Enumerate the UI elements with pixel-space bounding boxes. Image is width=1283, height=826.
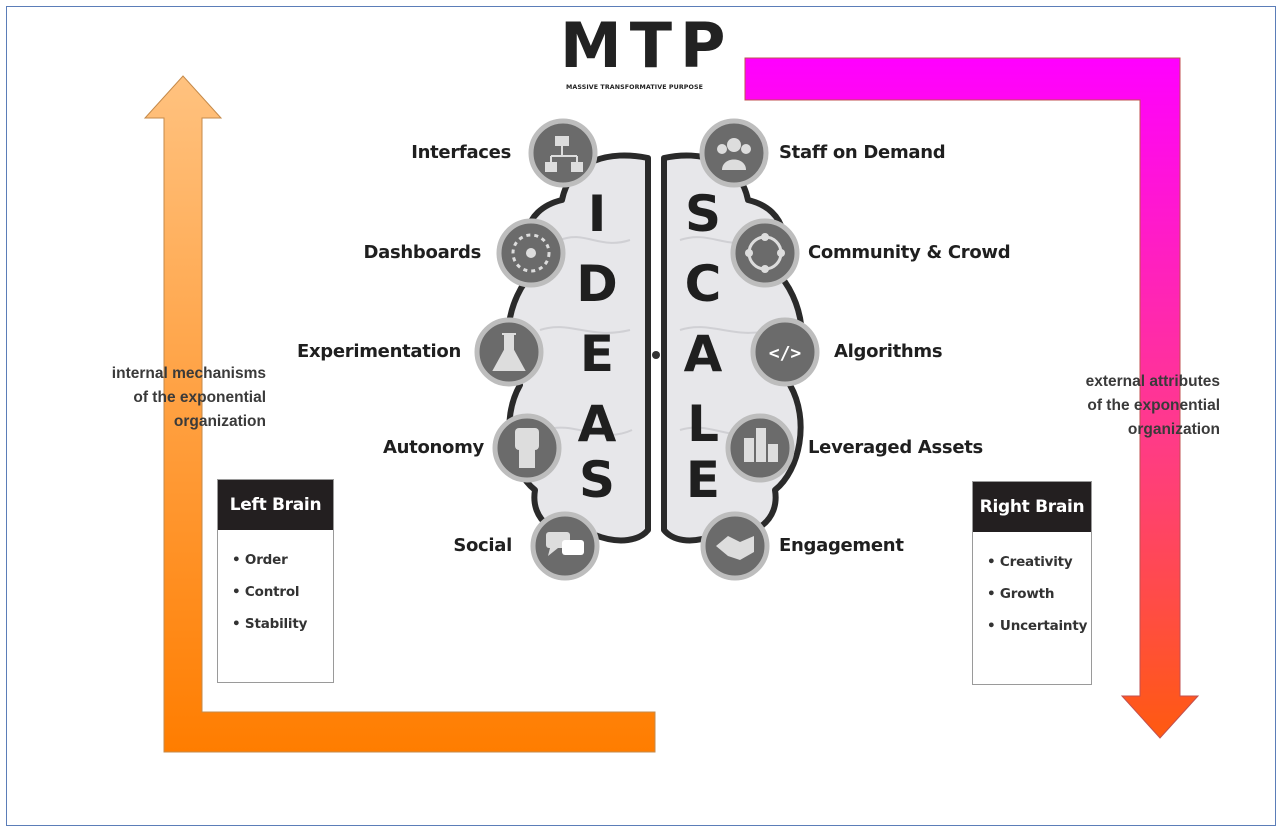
label-algorithms: Algorithms [834,341,943,362]
mtp-title: MTP [560,9,734,82]
mtp-subtitle: MASSIVE TRANSFORMATIVE PURPOSE [566,84,703,91]
handshake-icon [700,511,770,581]
right-icon-circles: </> [699,118,820,581]
label-experimentation: Experimentation [296,341,461,362]
scale-letter-c: C [684,255,722,313]
left-note: internal mechanisms of the exponential o… [56,362,266,434]
left-note-line-1: internal mechanisms [111,365,266,382]
right-arrow [744,57,1200,739]
chat-icon [530,511,600,581]
code-icon: </> [750,317,820,387]
ideas-letter-s: S [578,451,615,509]
right-brain-item: • Creativity [987,554,1073,570]
scale-letter-s: S [684,185,721,243]
right-brain-title: Right Brain [973,482,1091,532]
people-icon [699,118,769,188]
left-note-line-3: organization [173,413,266,430]
fist-icon [492,413,562,483]
right-note-line-2: of the exponential [1087,397,1220,414]
label-interfaces: Interfaces [411,142,511,163]
right-brain-box: Right Brain • Creativity • Growth • Unce… [972,481,1092,685]
scale-letter-a: A [683,325,723,383]
flowchart-icon [528,118,598,188]
scale-letter-e: E [685,451,721,509]
right-note: external attributes of the exponential o… [1030,370,1220,442]
left-note-line-2: of the exponential [133,389,266,406]
right-note-line-3: organization [1127,421,1220,438]
left-brain-item: • Order [232,552,288,568]
flask-icon [474,317,544,387]
ideas-letter-i: I [587,185,607,243]
label-engagement: Engagement [779,535,904,556]
ideas-letter-e: E [579,325,615,383]
scale-letter-l: L [687,395,719,453]
left-arrow [143,75,656,753]
left-brain-item: • Control [232,584,300,600]
left-brain-title: Left Brain [218,480,333,530]
left-brain-item: • Stability [232,616,308,632]
label-dashboards: Dashboards [363,242,482,263]
left-brain-box: Left Brain • Order • Control • Stability [217,479,334,683]
crowd-icon [730,218,800,288]
label-autonomy: Autonomy [383,437,484,458]
right-brain-item: • Growth [987,586,1055,602]
svg-text:</>: </> [769,343,802,364]
label-staff-on-demand: Staff on Demand [779,142,946,163]
ideas-letter-d: D [576,255,618,313]
dashboard-icon [496,218,566,288]
left-icon-circles [474,118,600,581]
ideas-letter-a: A [577,395,617,453]
label-community-crowd: Community & Crowd [808,242,1011,263]
right-note-line-1: external attributes [1085,373,1220,390]
label-leveraged-assets: Leveraged Assets [808,437,983,458]
label-social: Social [453,535,512,556]
buildings-icon [725,413,795,483]
right-brain-item: • Uncertainty [987,618,1088,634]
